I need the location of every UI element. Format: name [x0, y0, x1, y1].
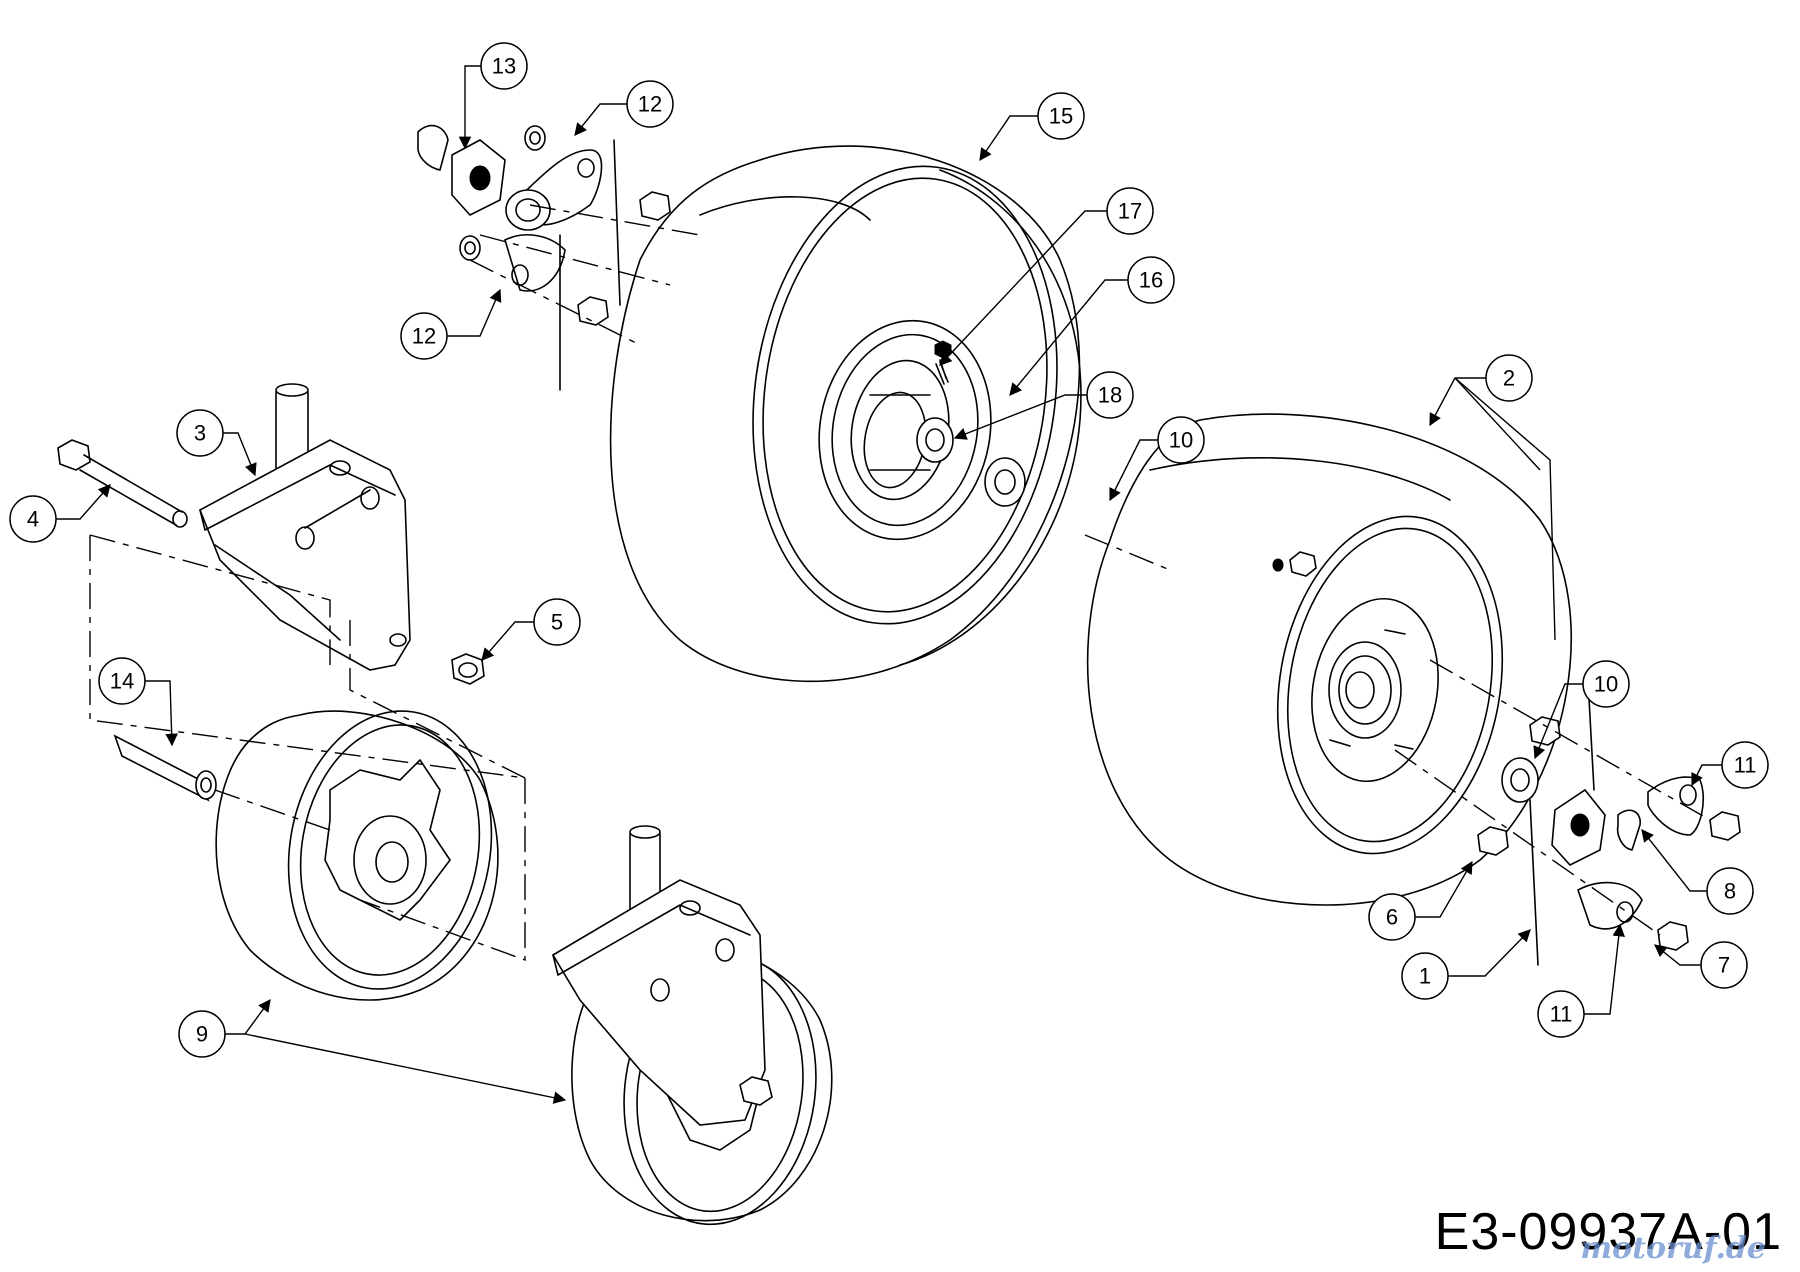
svg-text:2: 2 — [1503, 366, 1515, 391]
svg-text:10: 10 — [1594, 672, 1618, 697]
callout-1: 1 — [1401, 952, 1449, 1000]
callout-15: 15 — [1037, 92, 1085, 140]
callout-16: 16 — [1127, 256, 1175, 304]
hardware-group-right — [1477, 679, 1741, 966]
svg-text:12: 12 — [412, 324, 436, 349]
svg-text:16: 16 — [1139, 268, 1163, 293]
callout-5: 5 — [533, 598, 581, 646]
callout-12-bottom: 12 — [400, 312, 448, 360]
svg-text:4: 4 — [27, 507, 39, 532]
svg-text:15: 15 — [1049, 104, 1073, 129]
drawing-code: E3-09937A-01 — [1434, 1203, 1782, 1261]
wheel-15 — [609, 145, 1082, 683]
callout-3: 3 — [176, 409, 224, 457]
callout-8: 8 — [1706, 867, 1754, 915]
svg-text:8: 8 — [1724, 879, 1736, 904]
svg-text:7: 7 — [1718, 953, 1730, 978]
callout-10-left: 10 — [1157, 416, 1205, 464]
svg-text:5: 5 — [551, 610, 563, 635]
svg-text:14: 14 — [110, 669, 134, 694]
callout-9: 9 — [178, 1010, 226, 1058]
watermark-logo: motoruf.de — [1580, 1231, 1766, 1266]
svg-text:18: 18 — [1098, 383, 1122, 408]
assembly-lines — [89, 204, 1711, 961]
svg-text:3: 3 — [194, 421, 206, 446]
nut-5 — [451, 653, 485, 685]
svg-text:10: 10 — [1169, 428, 1193, 453]
callout-2: 2 — [1485, 354, 1533, 402]
svg-text:11: 11 — [1550, 1002, 1573, 1027]
callout-13: 13 — [480, 42, 528, 90]
callout-12-top: 12 — [626, 80, 674, 128]
callout-10-right: 10 — [1582, 660, 1630, 708]
svg-text:9: 9 — [196, 1022, 208, 1047]
callout-18: 18 — [1086, 371, 1134, 419]
svg-text:17: 17 — [1118, 199, 1142, 224]
caster-fork-3 — [198, 383, 411, 671]
callout-4: 4 — [9, 495, 57, 543]
svg-text:6: 6 — [1386, 905, 1398, 930]
svg-text:1: 1 — [1419, 964, 1431, 989]
spacer-14 — [113, 734, 217, 802]
svg-text:13: 13 — [492, 54, 516, 79]
svg-text:12: 12 — [638, 92, 662, 117]
callout-7: 7 — [1700, 941, 1748, 989]
callout-11-top: 11 — [1721, 741, 1769, 789]
callout-14: 14 — [98, 657, 146, 705]
svg-text:11: 11 — [1734, 753, 1757, 778]
callout-11-bottom: 11 — [1537, 990, 1585, 1038]
hardware-group-top — [417, 124, 671, 391]
front-wheel-9-assembled — [551, 825, 833, 1226]
front-wheel-9 — [215, 710, 499, 1001]
callout-17: 17 — [1106, 187, 1154, 235]
callout-6: 6 — [1368, 893, 1416, 941]
bolt-4 — [57, 439, 188, 528]
leader-lines — [56, 65, 1722, 1104]
